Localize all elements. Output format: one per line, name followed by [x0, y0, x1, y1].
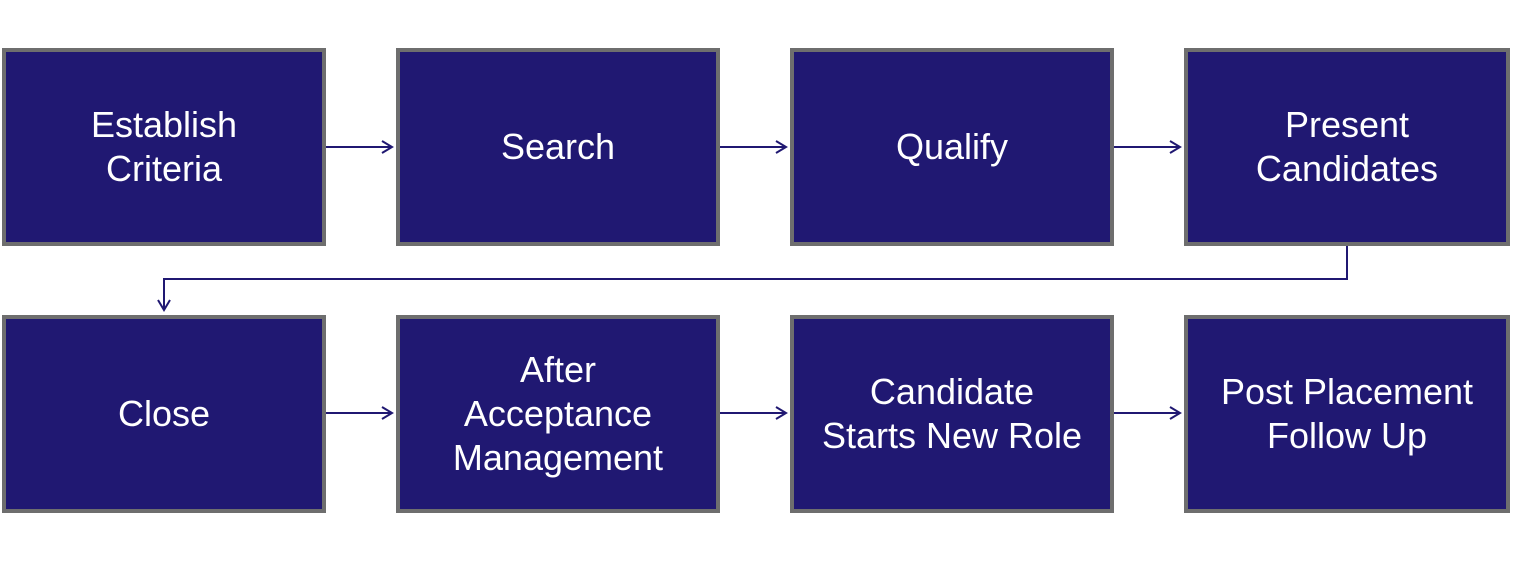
connector-present-candidates-to-close	[157, 246, 1348, 312]
step-box-present-candidates: Present Candidates	[1184, 48, 1510, 246]
step-label: Establish Criteria	[90, 104, 238, 189]
step-box-establish-criteria: Establish Criteria	[2, 48, 326, 246]
connector-candidate-starts-new-role-to-post-placement-follow-up	[1114, 406, 1182, 420]
connector-search-to-qualify	[720, 140, 788, 154]
step-label: After Acceptance Management	[452, 349, 664, 478]
step-label: Search	[500, 126, 616, 167]
step-label: Candidate Starts New Role	[821, 371, 1083, 456]
step-box-post-placement-follow-up: Post Placement Follow Up	[1184, 315, 1510, 513]
step-label: Present Candidates	[1255, 104, 1439, 189]
step-box-candidate-starts-new-role: Candidate Starts New Role	[790, 315, 1114, 513]
connector-close-to-after-acceptance-management	[326, 406, 394, 420]
step-box-after-acceptance-management: After Acceptance Management	[396, 315, 720, 513]
step-box-close: Close	[2, 315, 326, 513]
step-label: Close	[117, 393, 211, 434]
step-box-search: Search	[396, 48, 720, 246]
connector-after-acceptance-management-to-candidate-starts-new-role	[720, 406, 788, 420]
step-label: Post Placement Follow Up	[1220, 371, 1474, 456]
step-label: Qualify	[895, 126, 1009, 167]
step-box-qualify: Qualify	[790, 48, 1114, 246]
connector-qualify-to-present-candidates	[1114, 140, 1182, 154]
connector-establish-criteria-to-search	[326, 140, 394, 154]
